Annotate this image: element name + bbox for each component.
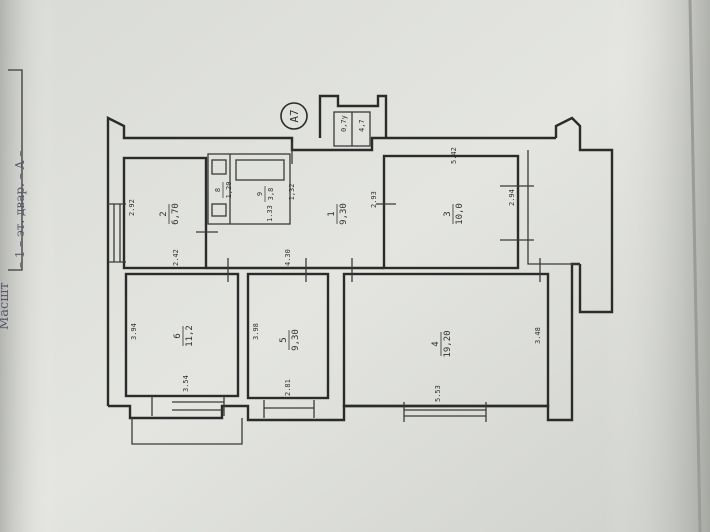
dim-room4-bottom: 5.53 bbox=[434, 385, 442, 402]
dim-bath-top: 1.33 bbox=[266, 205, 274, 222]
room-9-area: 3,8 bbox=[267, 188, 275, 201]
room-5-number: 5 bbox=[279, 337, 289, 342]
room-6-area: 11,2 bbox=[185, 325, 195, 347]
room-4-area: 19,20 bbox=[443, 330, 453, 357]
margin-bracket bbox=[8, 69, 23, 271]
room-4-label: 4 19,20 bbox=[431, 330, 453, 357]
window-room-6 bbox=[151, 396, 225, 416]
room-5-outline bbox=[246, 272, 330, 400]
room-7-area: 1,32 bbox=[288, 184, 296, 201]
room-2-area: 6,70 bbox=[171, 203, 181, 225]
room-3-label: 3 10,0 bbox=[443, 203, 465, 225]
room-4-number: 4 bbox=[431, 341, 441, 346]
dimension-labels: 2.92 2.42 4.30 1.33 2.93 5.42 2.94 3.94 … bbox=[128, 147, 542, 402]
dim-room5-left: 3.98 bbox=[252, 323, 260, 340]
stair-label-top: 0,7у bbox=[340, 115, 348, 132]
bathtub bbox=[235, 159, 285, 181]
room-8-area: 1,20 bbox=[225, 182, 233, 199]
dim-room1-right: 2.93 bbox=[370, 191, 378, 208]
room-2-label: 2 6,70 bbox=[159, 203, 181, 225]
left-margin-notes: Масшт – 1 – эт. двар. – А – bbox=[0, 69, 27, 330]
building-marker-label: А7 bbox=[288, 109, 301, 122]
room-8-label: 8 1,20 bbox=[214, 182, 233, 199]
room-1-number: 1 bbox=[327, 211, 337, 216]
room-2-outline bbox=[122, 156, 208, 270]
room-9-label: 9 3,8 bbox=[256, 186, 275, 202]
room-6-outline bbox=[124, 272, 240, 398]
dim-room2-side: 2.92 bbox=[128, 199, 136, 216]
toilet-fixture bbox=[211, 203, 227, 217]
dim-room3-top: 5.42 bbox=[450, 147, 458, 164]
dim-room3-right: 2.94 bbox=[508, 189, 516, 206]
stair-label-bottom: 4,7 bbox=[358, 119, 366, 132]
outer-wall-right-upper bbox=[554, 116, 614, 314]
room-1-label: 1 9,30 bbox=[327, 203, 349, 225]
room-8-number: 8 bbox=[214, 188, 222, 192]
interior-walls bbox=[122, 153, 550, 408]
dim-room6-left: 3.94 bbox=[130, 323, 138, 340]
bathroom-block bbox=[207, 153, 291, 225]
stair-walls bbox=[318, 94, 388, 138]
room-3-outline bbox=[382, 154, 520, 270]
dim-room6-bottom: 3.54 bbox=[182, 375, 190, 392]
room-1-area: 9,30 bbox=[339, 203, 349, 225]
dim-room2-bottom: 2.42 bbox=[172, 249, 180, 266]
room-4-outline bbox=[342, 272, 550, 408]
openings bbox=[108, 142, 541, 422]
window-left-room-2 bbox=[108, 203, 126, 263]
room-6-number: 6 bbox=[173, 333, 183, 338]
window-room-5 bbox=[263, 400, 315, 418]
dim-corridor-bottom: 4.30 bbox=[284, 249, 292, 266]
margin-handwritten-text: – 1 – эт. двар. – А – bbox=[13, 151, 27, 268]
room-5-area: 9,30 bbox=[291, 329, 301, 351]
porch-outline bbox=[131, 418, 243, 445]
paper-edge bbox=[688, 0, 702, 532]
room-6-label: 6 11,2 bbox=[173, 325, 195, 347]
room-3-number: 3 bbox=[443, 211, 453, 216]
room-3-area: 10,0 bbox=[455, 203, 465, 225]
stair-block: 0,7у 4,7 bbox=[318, 94, 388, 147]
room-labels: 1 9,30 2 6,70 3 10,0 4 19,20 5 bbox=[159, 182, 465, 358]
balcony-outline bbox=[527, 150, 580, 265]
room-5-label: 5 9,30 bbox=[279, 329, 301, 351]
room-7-label: 1,32 bbox=[288, 184, 296, 201]
dim-room5-bottom: 2.81 bbox=[284, 379, 292, 396]
sink-fixture bbox=[211, 159, 227, 175]
room-9-number: 9 bbox=[256, 192, 264, 196]
building-marker: А7 bbox=[280, 102, 308, 130]
dim-room4-right: 3.48 bbox=[534, 327, 542, 344]
window-room-4 bbox=[403, 402, 487, 422]
room-2-number: 2 bbox=[159, 211, 169, 216]
building-marker-circle bbox=[280, 102, 308, 130]
outer-wall-right-lower bbox=[108, 262, 580, 422]
margin-printed-text: Масшт bbox=[0, 282, 12, 330]
